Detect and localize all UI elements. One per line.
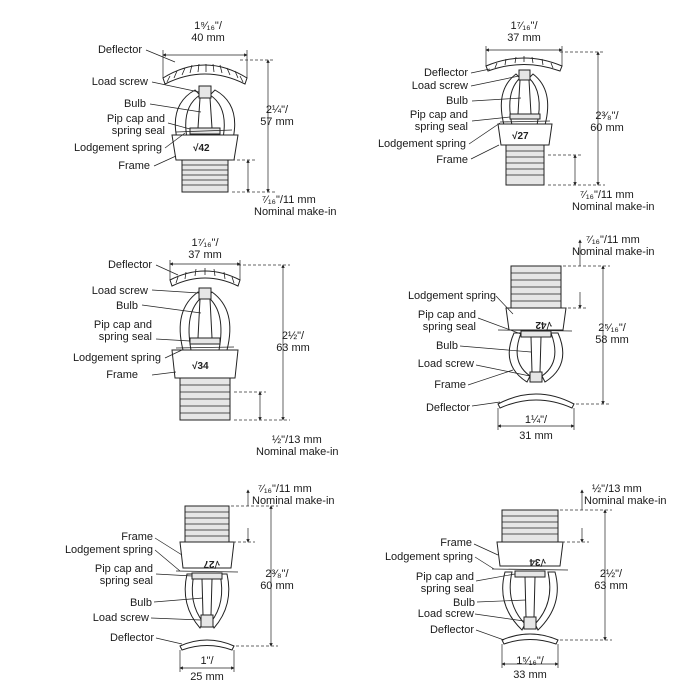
sprinkler-6-label-bulb: Bulb <box>452 597 475 609</box>
sprinkler-5-width-dimension: 1"/25 mm <box>190 655 224 683</box>
sprinkler-5-drawing: √27 <box>150 489 278 672</box>
sprinkler-6-label-deflector: Deflector <box>429 624 474 636</box>
sprinkler-4-stamp: √42 <box>535 319 552 330</box>
sprinkler-6-drawing: √34 <box>473 489 612 668</box>
sprinkler-3-label-load-screw: Load screw <box>91 285 148 297</box>
sprinkler-2-label-pip-cap-line2: spring seal <box>414 121 468 133</box>
sprinkler-3-label-frame: Frame <box>106 369 138 381</box>
sprinkler-3-drawing: √34 <box>141 260 290 421</box>
sprinkler-4-makein: ⁷⁄₁₆"/11 mm Nominal make-in <box>572 234 655 258</box>
sprinkler-3-makein-label: Nominal make-in <box>256 446 339 458</box>
sprinkler-3-height-dimension: 2½"/63 mm <box>276 330 310 354</box>
sprinkler-2-label-pip-cap-line1: Pip cap and <box>409 109 468 121</box>
sprinkler-6-label-pip-cap: Pip cap and spring seal <box>380 571 474 595</box>
sprinkler-1-label-pip-cap-line2: spring seal <box>111 125 165 137</box>
sprinkler-3-label-lodgement-spring: Lodgement spring <box>72 352 161 364</box>
sprinkler-6-label-load-screw: Load screw <box>417 608 474 620</box>
sprinkler-4-label-pip-cap: Pip cap and spring seal <box>360 309 476 333</box>
sprinkler-1-label-lodgement-spring: Lodgement spring <box>73 142 162 154</box>
sprinkler-4-label-deflector: Deflector <box>425 402 470 414</box>
sprinkler-1-label-frame: Frame <box>118 160 150 172</box>
sprinkler-6-stamp: √34 <box>529 556 546 567</box>
sprinkler-4-label-lodgement-spring: Lodgement spring <box>407 290 496 302</box>
sprinkler-1-label-deflector: Deflector <box>97 44 142 56</box>
sprinkler-3-makein-value: ½"/13 mm <box>272 434 322 446</box>
sprinkler-2-drawing: √27 <box>468 46 605 186</box>
sprinkler-2-makein: ⁷⁄₁₆"/11 mm Nominal make-in <box>572 189 655 213</box>
sprinkler-5-makein: ⁷⁄₁₆"/11 mm Nominal make-in <box>252 483 335 507</box>
sprinkler-2-width-dimension: 1⁷⁄₁₆"/37 mm <box>507 20 541 44</box>
sprinkler-3-width-dimension: 1⁷⁄₁₆"/37 mm <box>188 237 222 261</box>
sprinkler-4-makein-label: Nominal make-in <box>572 246 655 258</box>
sprinkler-6-label-pip-cap-line1: Pip cap and <box>415 571 474 583</box>
sprinkler-3-label-pip-cap-line1: Pip cap and <box>93 319 152 331</box>
sprinkler-1-label-pip-cap-line1: Pip cap and <box>106 113 165 125</box>
sprinkler-3-label-bulb: Bulb <box>115 300 138 312</box>
sprinkler-2-height-dimension: 2³⁄₈"/60 mm <box>590 110 624 134</box>
sprinkler-6-makein: ½"/13 mm Nominal make-in <box>584 483 667 507</box>
sprinkler-3-stamp: √34 <box>192 361 209 372</box>
sprinkler-1-stamp: √42 <box>193 143 210 154</box>
sprinkler-3-label-pip-cap: Pip cap and spring seal <box>40 319 152 343</box>
sprinkler-5-height-dimension: 2³⁄₈"/60 mm <box>260 568 294 592</box>
sprinkler-1-drawing: √42 <box>145 49 275 193</box>
sprinkler-5-label-lodgement-spring: Lodgement spring <box>64 544 153 556</box>
sprinkler-5-label-pip-cap-line1: Pip cap and <box>94 563 153 575</box>
sprinkler-5-label-pip-cap-line2: spring seal <box>99 575 153 587</box>
sprinkler-6-width-dimension: 1⁵⁄₁₆"/33 mm <box>513 655 547 681</box>
sprinkler-1-label-load-screw: Load screw <box>91 76 148 88</box>
sprinkler-5-makein-value: ⁷⁄₁₆"/11 mm <box>258 483 312 495</box>
sprinkler-4-label-frame: Frame <box>434 379 466 391</box>
sprinkler-2-label-bulb: Bulb <box>445 95 468 107</box>
sprinkler-2-label-lodgement-spring: Lodgement spring <box>377 138 466 150</box>
sprinkler-2-label-load-screw: Load screw <box>411 80 468 92</box>
sprinkler-1-makein-value: ⁷⁄₁₆"/11 mm <box>262 194 316 206</box>
sprinkler-3-makein: ½"/13 mm Nominal make-in <box>256 434 339 458</box>
sprinkler-1-makein: ⁷⁄₁₆"/11 mm Nominal make-in <box>254 194 337 218</box>
sprinkler-4-label-load-screw: Load screw <box>417 358 474 370</box>
sprinkler-1-makein-label: Nominal make-in <box>254 206 337 218</box>
sprinkler-1-label-pip-cap: Pip cap and spring seal <box>40 113 165 137</box>
sprinkler-2-makein-label: Nominal make-in <box>572 201 655 213</box>
sprinkler-5-stamp: √27 <box>203 558 220 569</box>
sprinkler-2-stamp: √27 <box>512 131 529 142</box>
sprinkler-1-width-dimension: 1⁹⁄₁₆"/40 mm <box>191 20 225 44</box>
sprinkler-5-label-pip-cap: Pip cap and spring seal <box>40 563 153 587</box>
sprinkler-6-makein-value: ½"/13 mm <box>592 483 642 495</box>
sprinkler-6-label-frame: Frame <box>440 537 472 549</box>
sprinkler-4-label-pip-cap-line2: spring seal <box>422 321 476 333</box>
sprinkler-5-label-frame: Frame <box>121 531 153 543</box>
sprinkler-3-label-deflector: Deflector <box>107 259 152 271</box>
sprinkler-4-makein-value: ⁷⁄₁₆"/11 mm <box>586 234 640 246</box>
sprinkler-4-width-dimension: 1¼"/31 mm <box>519 414 553 442</box>
sprinkler-6-label-lodgement-spring: Lodgement spring <box>384 551 473 563</box>
sprinkler-5-label-load-screw: Load screw <box>92 612 149 624</box>
sprinkler-4-label-bulb: Bulb <box>435 340 458 352</box>
sprinkler-6-label-pip-cap-line2: spring seal <box>420 583 474 595</box>
sprinkler-5-label-bulb: Bulb <box>129 597 152 609</box>
sprinkler-2-label-frame: Frame <box>436 154 468 166</box>
sprinkler-5-label-deflector: Deflector <box>109 632 154 644</box>
sprinkler-4-label-pip-cap-line1: Pip cap and <box>417 309 476 321</box>
sprinkler-1-label-bulb: Bulb <box>123 98 146 110</box>
sprinkler-2-makein-value: ⁷⁄₁₆"/11 mm <box>580 189 634 201</box>
sprinkler-2-label-deflector: Deflector <box>423 67 468 79</box>
sprinkler-4-height-dimension: 2⁵⁄₁₆"/58 mm <box>595 322 629 346</box>
sprinkler-5-makein-label: Nominal make-in <box>252 495 335 507</box>
sprinkler-4-drawing: √42 <box>459 239 610 430</box>
sprinkler-6-makein-label: Nominal make-in <box>584 495 667 507</box>
sprinkler-3-label-pip-cap-line2: spring seal <box>98 331 152 343</box>
sprinkler-6-height-dimension: 2½"/63 mm <box>594 568 628 592</box>
sprinkler-2-label-pip-cap: Pip cap and spring seal <box>360 109 468 133</box>
sprinkler-1-height-dimension: 2¼"/57 mm <box>260 104 294 128</box>
